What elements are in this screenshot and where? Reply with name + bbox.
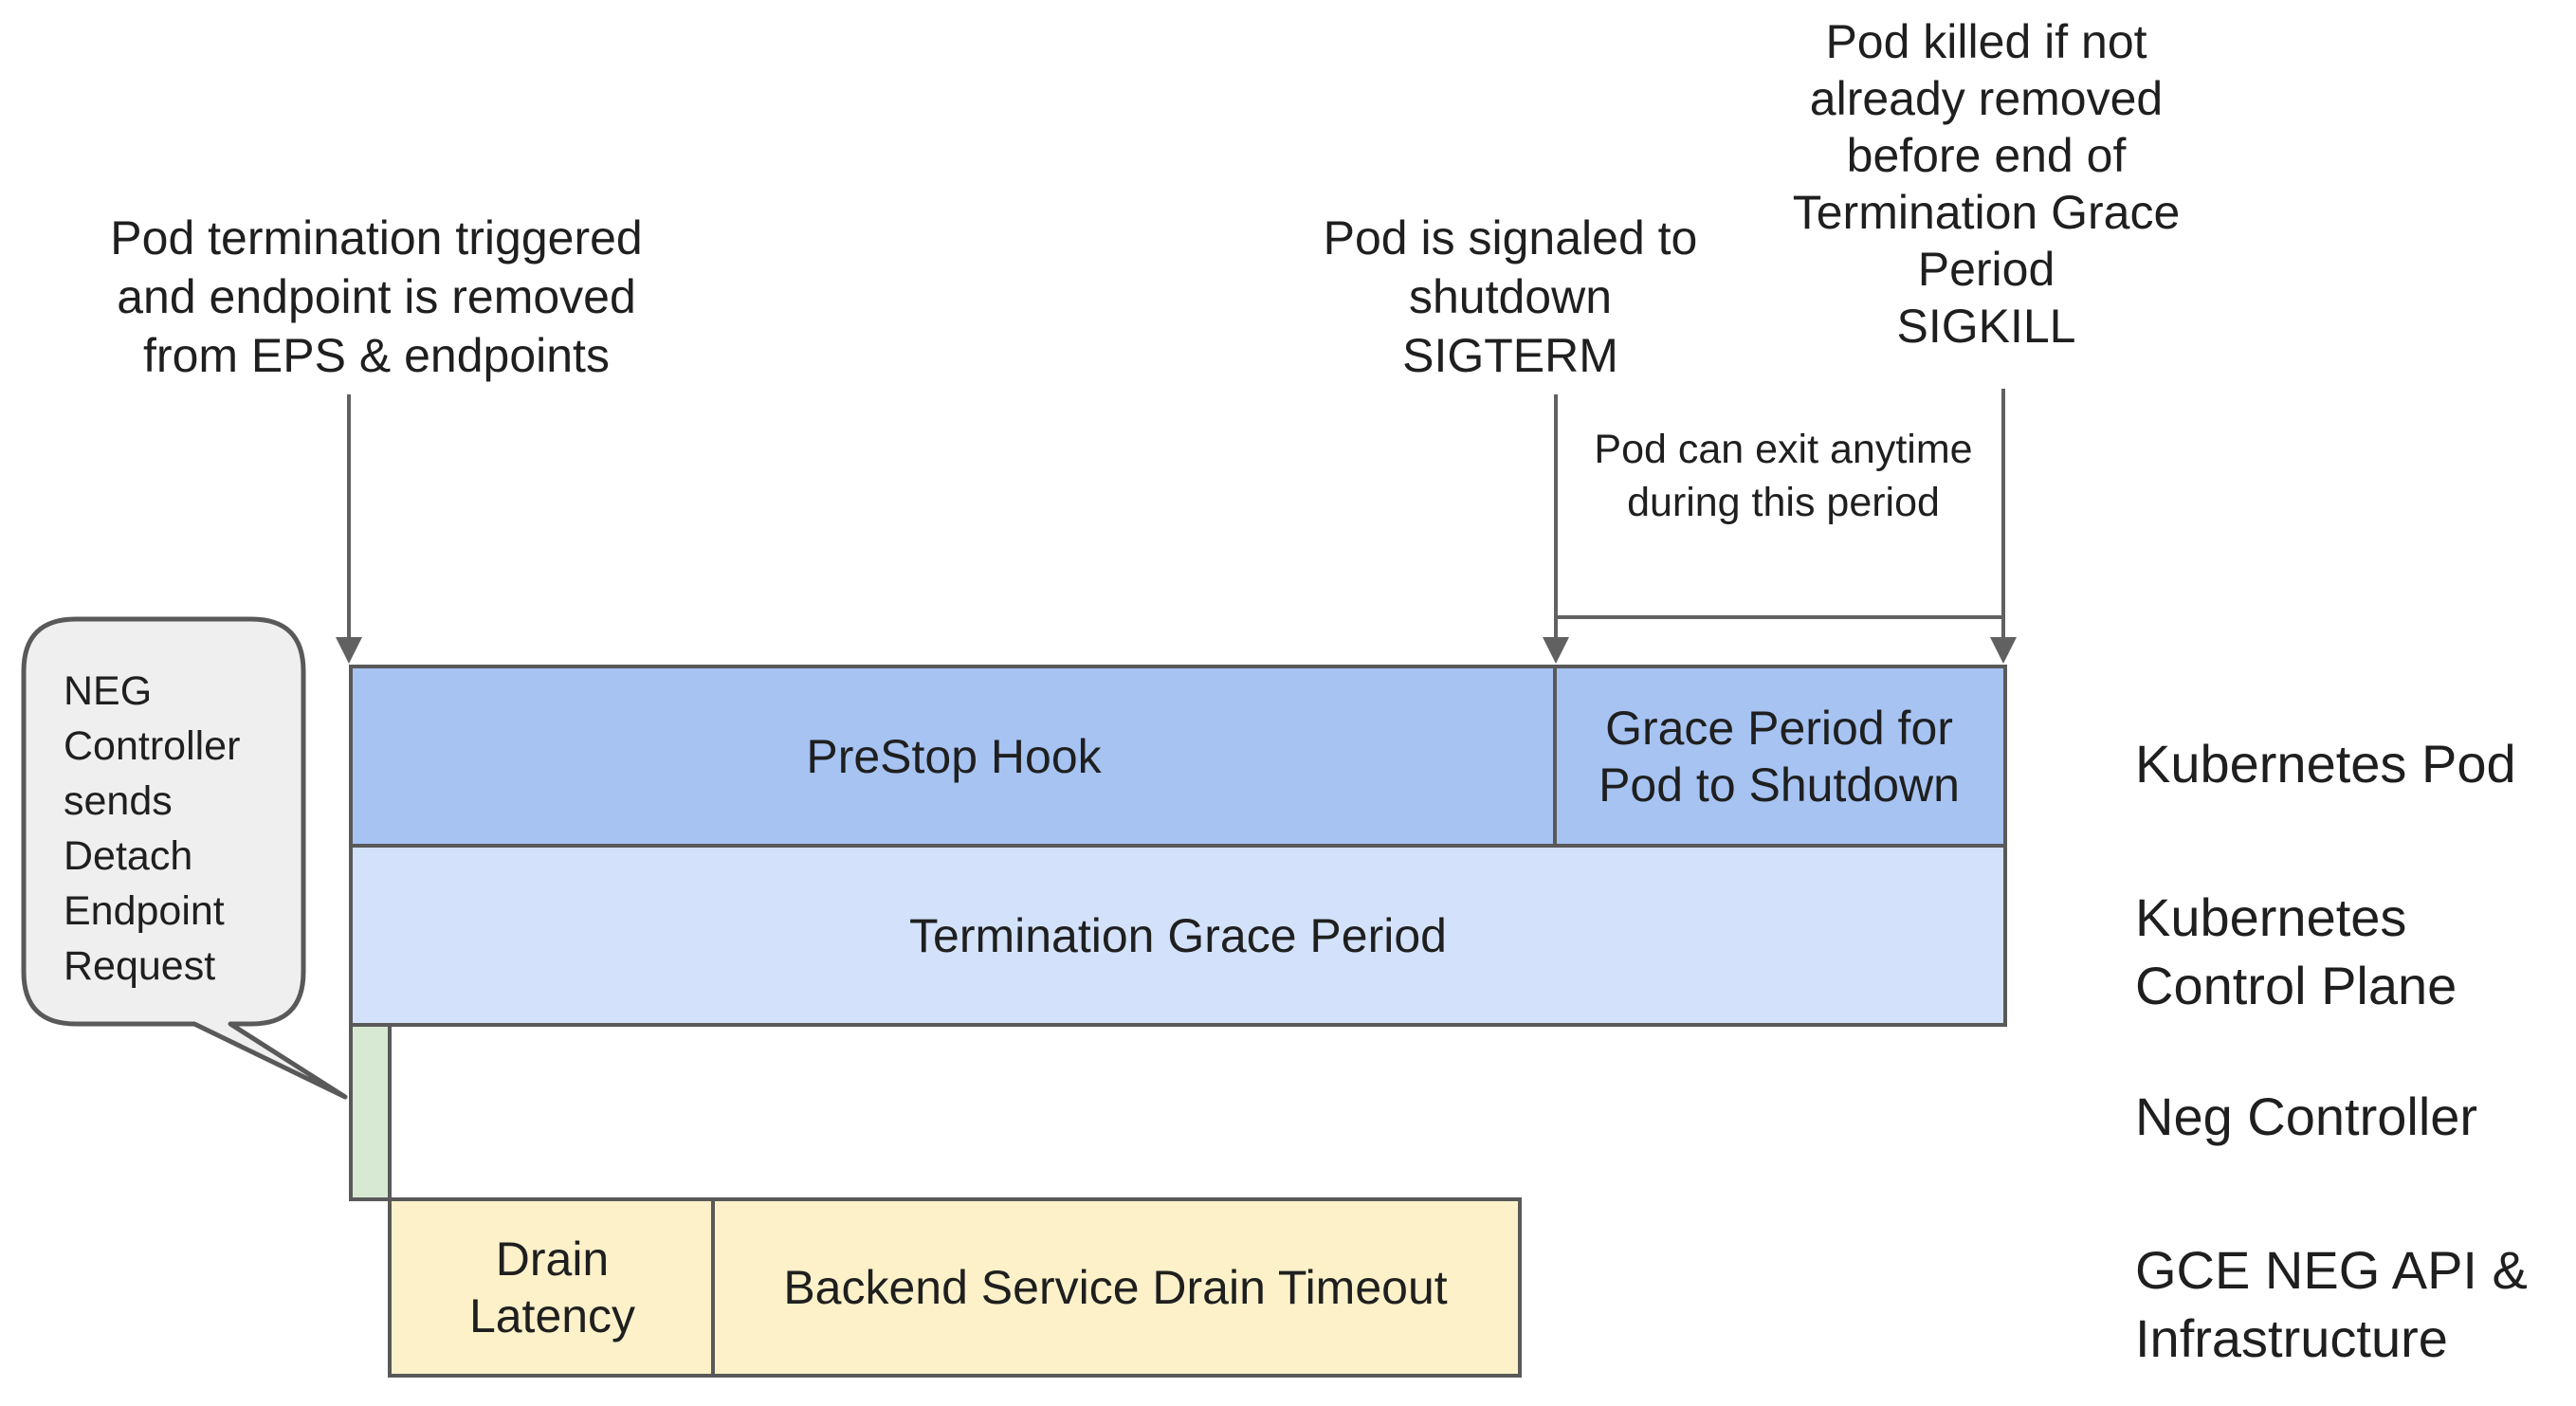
annotation-sigterm: Pod is signaled to shutdown SIGTERM	[1323, 211, 1698, 382]
speech-bubble-text: NEG Controller sends Detach Endpoint Req…	[64, 668, 241, 989]
bar-neg-controller-action	[349, 1023, 392, 1201]
annotation-pod-can-exit: Pod can exit anytime during this period	[1594, 427, 1973, 525]
bar-termination-grace-period: Termination Grace Period	[349, 844, 2007, 1027]
bar-segment-drain-latency: Drain Latency	[468, 1233, 636, 1342]
row-label-neg-controller: Neg Controller	[2135, 1086, 2478, 1146]
bracket-exit-period	[1558, 615, 2001, 619]
bar-kubernetes-pod: PreStop Hook Grace Period for Pod to Shu…	[349, 665, 2007, 848]
bar-divider-gce-row	[711, 1201, 715, 1374]
arrow-line-sigterm	[1554, 394, 1558, 639]
arrowhead-sigkill-icon	[1990, 637, 2017, 664]
bar-gce-neg-api: Drain Latency Backend Service Drain Time…	[388, 1197, 1522, 1378]
arrow-line-pod-termination	[347, 394, 351, 639]
bar-segment-grace-period: Grace Period for Pod to Shutdown	[1599, 701, 1960, 812]
bar-segment-backend-drain-timeout: Backend Service Drain Timeout	[783, 1261, 1448, 1314]
bar-segment-prestop-hook: PreStop Hook	[806, 729, 1102, 783]
bar-divider-pod-row	[1553, 668, 1557, 844]
annotation-pod-termination-triggered: Pod termination triggered and endpoint i…	[110, 211, 643, 382]
speech-bubble-path	[21, 616, 348, 1100]
row-label-kubernetes-pod: Kubernetes Pod	[2135, 734, 2516, 794]
speech-bubble-shape	[21, 616, 348, 1100]
arrowhead-sigterm-icon	[1543, 637, 1569, 664]
arrow-line-sigkill	[2001, 389, 2005, 639]
bar-segment-termination-grace-period: Termination Grace Period	[909, 908, 1447, 962]
arrowhead-pod-termination-icon	[336, 637, 362, 664]
row-label-kubernetes-control-plane: Kubernetes Control Plane	[2135, 887, 2457, 1015]
row-label-gce-neg-api: GCE NEG API & Infrastructure	[2135, 1240, 2528, 1368]
annotation-sigkill: Pod killed if not already removed before…	[1792, 15, 2181, 353]
